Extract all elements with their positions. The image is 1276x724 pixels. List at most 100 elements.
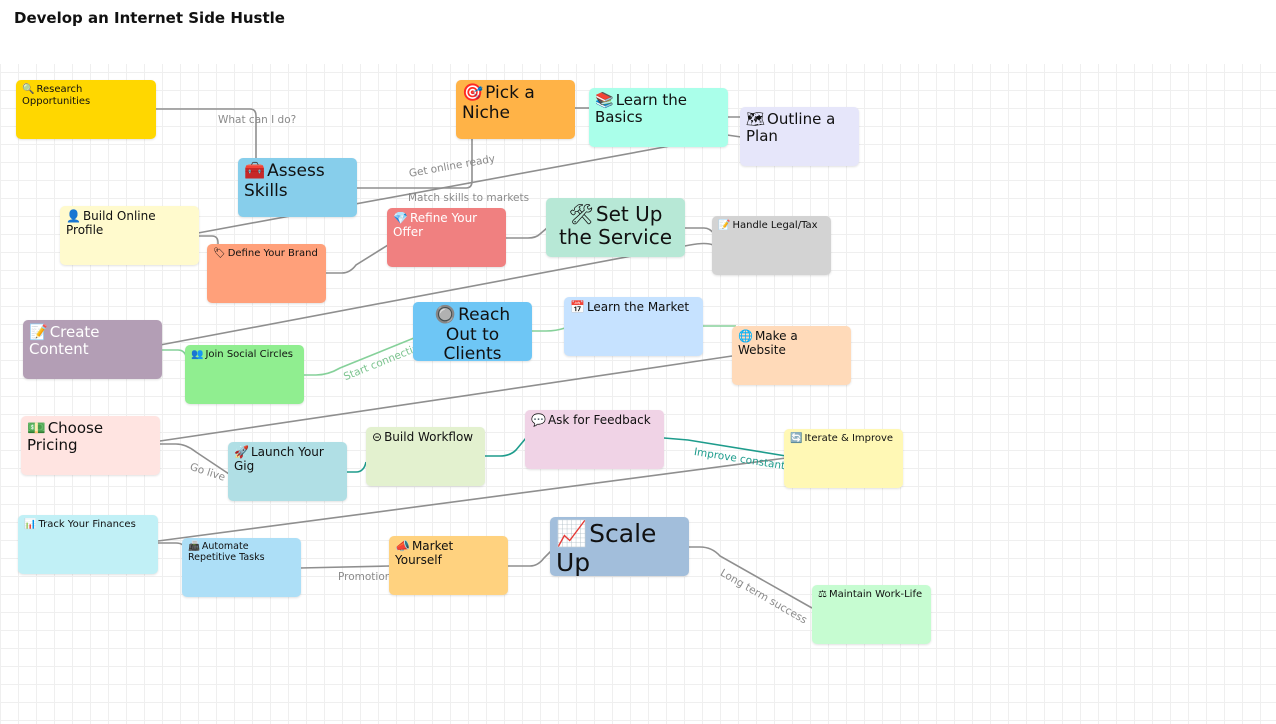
edge-content-legal[interactable] (159, 242, 714, 346)
node-label: Launch Your Gig (234, 445, 324, 473)
node-legal[interactable]: 📝Handle Legal/Tax (712, 216, 831, 275)
edge-pricing-website[interactable] (159, 355, 733, 442)
speech-bubble-icon: 💬 (531, 413, 546, 427)
edge-refine-setup[interactable] (506, 227, 548, 239)
refresh-icon: 🔄 (790, 433, 803, 444)
node-label: Iterate & Improve (804, 433, 894, 444)
workflow-icon: ⊝ (372, 430, 383, 444)
tag-icon: 🏷 (213, 248, 226, 259)
node-label: Set Up the Service (558, 202, 673, 249)
node-finances[interactable]: 📊Track Your Finances (18, 515, 158, 574)
node-website[interactable]: 🌐Make a Website (732, 326, 851, 385)
edge-social-reach[interactable] (303, 337, 415, 376)
node-basics[interactable]: 📚Learn the Basics (589, 88, 728, 147)
button-icon: 🔘 (434, 305, 457, 325)
edge-automate-marketyou[interactable] (299, 565, 391, 569)
page-title: Develop an Internet Side Hustle (12, 9, 287, 27)
node-label: Learn the Basics (595, 91, 687, 127)
node-label: Assess Skills (244, 161, 325, 201)
node-scale[interactable]: 📈Scale Up (550, 517, 689, 577)
node-label: Make a Website (738, 329, 798, 357)
edge-label-match: Match skills to markets (408, 192, 530, 204)
node-label: Build Online Profile (66, 209, 156, 237)
megaphone-icon: 📣 (395, 539, 410, 553)
node-label: Automate Repetitive Tasks (188, 541, 265, 563)
node-label: Choose Pricing (27, 419, 104, 455)
edge-brand-refine[interactable] (325, 244, 389, 274)
node-content[interactable]: 📝Create Content (23, 320, 162, 379)
edge-basics-outline[interactable] (726, 116, 742, 138)
node-workflow[interactable]: ⊝Build Workflow (366, 427, 485, 486)
bar-chart-icon: 📊 (24, 519, 37, 530)
memo-icon: 📝 (718, 220, 731, 231)
node-iterate[interactable]: 🔄Iterate & Improve (784, 429, 903, 488)
person-icon: 👤 (66, 209, 81, 223)
edge-assess-niche[interactable] (356, 139, 473, 189)
node-worklife[interactable]: ⚖Maintain Work-Life (812, 585, 931, 644)
node-social[interactable]: 👥Join Social Circles (185, 345, 304, 404)
node-outline[interactable]: 🗺Outline a Plan (740, 107, 859, 166)
node-marketyou[interactable]: 📣Market Yourself (389, 536, 508, 595)
edge-reach-market[interactable] (531, 327, 566, 332)
toolbox-icon: 🧰 (244, 161, 266, 181)
node-label: Build Workflow (384, 430, 474, 444)
edge-workflow-feedback[interactable] (485, 437, 527, 457)
node-setup[interactable]: 🛠Set Up the Service (546, 198, 685, 257)
node-label: Define Your Brand (227, 248, 318, 259)
edge-marketyou-scale[interactable] (508, 550, 552, 567)
node-reach[interactable]: 🔘Reach Out to Clients (413, 302, 532, 365)
node-niche[interactable]: 🎯Pick a Niche (456, 80, 575, 139)
people-icon: 👥 (191, 349, 204, 360)
node-label: Reach Out to Clients (443, 305, 511, 365)
node-label: Refine Your Offer (393, 211, 478, 239)
rocket-icon: 🚀 (234, 445, 249, 459)
edge-scale-worklife[interactable] (688, 546, 813, 609)
money-icon: 💵 (27, 419, 46, 437)
node-label: Create Content (29, 323, 100, 359)
node-label: Maintain Work-Life (828, 589, 923, 600)
edge-finances-iterate[interactable] (157, 457, 787, 542)
edge-profile-brand[interactable] (198, 235, 219, 248)
edge-profile-outline[interactable] (197, 145, 671, 234)
edge-setup-legal[interactable] (684, 227, 715, 235)
fax-icon: 📠 (188, 541, 200, 552)
node-label: Research Opportunities (22, 84, 91, 107)
edge-gig-workflow[interactable] (346, 461, 367, 473)
edge-label-promotion: Promotion (338, 571, 392, 583)
node-label: Learn the Market (586, 300, 690, 314)
node-label: Pick a Niche (462, 83, 535, 123)
edge-content-social[interactable] (162, 349, 187, 357)
edge-feedback-iterate[interactable] (663, 437, 787, 457)
node-refine[interactable]: 💎Refine Your Offer (387, 208, 506, 267)
node-label: Market Yourself (395, 539, 454, 567)
tools-icon: 🛠 (568, 202, 594, 226)
node-research[interactable]: 🔍Research Opportunities (16, 80, 156, 139)
chart-up-icon: 📈 (556, 519, 588, 548)
map-icon: 🗺 (746, 110, 766, 128)
node-automate[interactable]: 📠Automate Repetitive Tasks (182, 538, 301, 597)
node-label: Scale Up (556, 519, 657, 577)
globe-icon: 🌐 (738, 329, 753, 343)
node-feedback[interactable]: 💬Ask for Feedback (525, 410, 664, 469)
edge-research-assess[interactable] (155, 108, 257, 160)
node-brand[interactable]: 🏷Define Your Brand (207, 244, 326, 303)
node-gig[interactable]: 🚀Launch Your Gig (228, 442, 347, 501)
node-market[interactable]: 📅Learn the Market (564, 297, 703, 356)
scales-icon: ⚖ (818, 589, 827, 600)
magnifier-icon: 🔍 (22, 84, 35, 95)
memo-icon: 📝 (29, 323, 48, 341)
gem-icon: 💎 (393, 211, 408, 225)
node-assess[interactable]: 🧰Assess Skills (238, 158, 357, 217)
node-profile[interactable]: 👤Build Online Profile (60, 206, 199, 265)
calendar-icon: 📅 (570, 300, 585, 314)
node-pricing[interactable]: 💵Choose Pricing (21, 416, 160, 475)
edge-pricing-gig[interactable] (160, 443, 230, 475)
node-label: Track Your Finances (38, 519, 136, 530)
node-label: Join Social Circles (205, 349, 293, 360)
node-label: Ask for Feedback (547, 413, 651, 427)
node-label: Handle Legal/Tax (732, 220, 818, 231)
books-icon: 📚 (595, 91, 614, 109)
node-label: Outline a Plan (746, 110, 836, 146)
target-icon: 🎯 (462, 83, 484, 103)
